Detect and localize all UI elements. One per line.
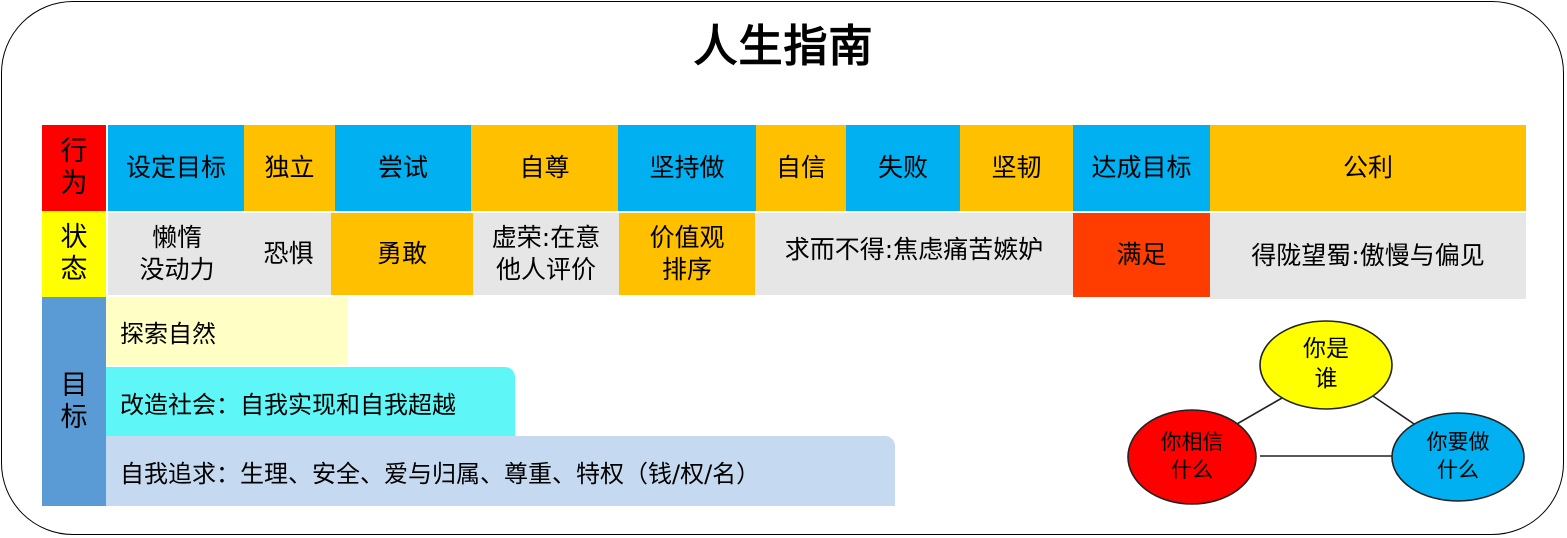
state-insatiable: 得陇望蜀:傲慢与偏见 <box>1210 213 1526 299</box>
node-what-you-believe-line-1: 你相信 <box>1161 430 1224 454</box>
goal-explore-nature: 探索自然 <box>106 297 348 365</box>
row-header-state-char-2: 态 <box>60 254 88 285</box>
page-title: 人生指南 <box>693 21 874 72</box>
row-header-state-char-1: 状 <box>60 222 88 253</box>
state-unfulfilled: 求而不得:焦虑痛苦嫉妒 <box>755 213 1073 295</box>
state-laziness-line-1: 懒惰 <box>151 223 202 252</box>
edge-top-left <box>1229 397 1283 429</box>
behavior-confidence: 自信 <box>756 125 846 211</box>
behavior-failure: 失败 <box>846 125 960 211</box>
row-header-behavior: 行 为 <box>42 125 106 211</box>
state-value-ranking-line-1: 价值观 <box>649 223 725 252</box>
row-header-goal-char-1: 目 <box>60 369 88 401</box>
node-what-you-do-line-2: 什么 <box>1437 458 1479 482</box>
state-laziness: 懒惰 没动力 <box>108 213 246 295</box>
state-vanity: 虚荣:在意 他人评价 <box>473 213 619 295</box>
node-what-you-believe-line-2: 什么 <box>1171 458 1213 482</box>
state-bravery: 勇敢 <box>331 213 473 295</box>
state-fear-label: 恐惧 <box>263 239 314 268</box>
row-header-goal: 目 标 <box>42 297 106 506</box>
node-who-are-you-line-1: 你是 <box>1303 336 1349 362</box>
state-vanity-line-2: 他人评价 <box>495 255 596 284</box>
identity-triangle: 你是 谁 你相信 什么 你要做 什么 <box>1127 320 1525 505</box>
node-what-you-do <box>1391 412 1525 502</box>
state-unfulfilled-label: 求而不得:焦虑痛苦嫉妒 <box>784 235 1044 264</box>
state-value-ranking: 价值观 排序 <box>619 213 755 295</box>
node-who-are-you <box>1259 320 1393 410</box>
behavior-achieve-goal: 达成目标 <box>1073 125 1210 211</box>
row-header-behavior-char-2: 为 <box>60 168 88 199</box>
state-laziness-line-2: 没动力 <box>139 255 215 284</box>
node-who-are-you-line-2: 谁 <box>1315 366 1338 392</box>
behavior-resilience: 坚韧 <box>960 125 1073 211</box>
edge-top-right <box>1369 393 1421 429</box>
goal-transform-society: 改造社会：自我实现和自我超越 <box>106 367 515 437</box>
state-insatiable-label: 得陇望蜀:傲慢与偏见 <box>1251 241 1485 270</box>
behavior-self-respect: 自尊 <box>471 125 618 211</box>
state-satisfaction: 满足 <box>1073 213 1210 297</box>
behavior-independence: 独立 <box>244 125 335 211</box>
state-vanity-line-1: 虚荣:在意 <box>491 223 601 252</box>
state-value-ranking-line-2: 排序 <box>661 255 712 284</box>
state-fear: 恐惧 <box>246 213 331 295</box>
behavior-try: 尝试 <box>335 125 471 211</box>
goal-self-pursuit: 自我追求：生理、安全、爱与归属、尊重、特权（钱/权/名） <box>106 436 895 506</box>
row-header-behavior-char-1: 行 <box>60 136 88 167</box>
behavior-persist: 坚持做 <box>618 125 756 211</box>
node-what-you-believe <box>1127 409 1257 505</box>
behavior-set-goal: 设定目标 <box>108 125 244 211</box>
behavior-public-good: 公利 <box>1210 125 1526 211</box>
state-satisfaction-label: 满足 <box>1116 240 1167 269</box>
row-header-goal-char-2: 标 <box>60 401 88 433</box>
row-header-state: 状 态 <box>42 211 106 297</box>
node-what-you-do-line-1: 你要做 <box>1427 430 1490 454</box>
state-bravery-label: 勇敢 <box>376 239 427 268</box>
